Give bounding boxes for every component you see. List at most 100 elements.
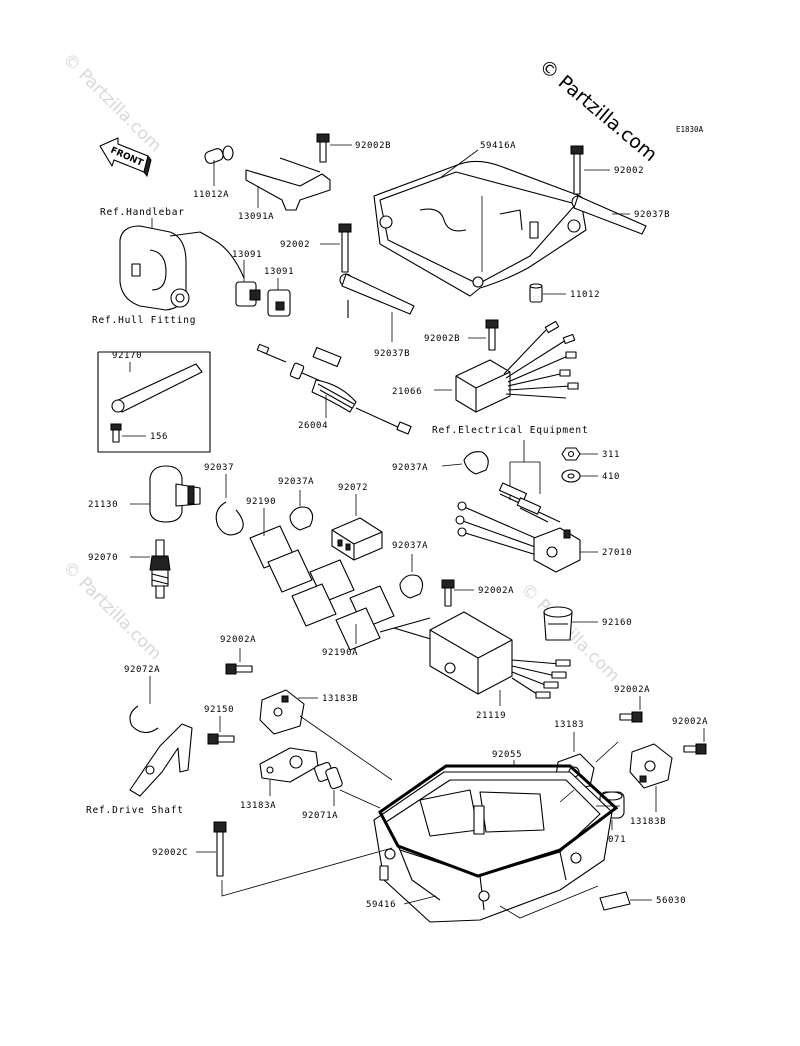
strap-92037b-right-icon [571,195,647,235]
label-92002c: 92002C [152,848,188,858]
clip-92037a-1-icon [289,506,314,531]
bolt-92002a-3-icon [619,711,643,723]
bracket-13183a-icon [259,747,319,783]
label-92002a-4: 92002A [672,717,708,727]
spark-plug-92070-icon [149,539,171,599]
control-box-case-59416-icon [373,771,613,923]
ref-handlebar: Ref.Handlebar [100,207,185,218]
label-27010: 27010 [602,548,632,558]
boots-92190-icon [249,525,435,651]
label-13183a: 13183A [240,801,276,811]
label-92170: 92170 [112,351,142,361]
ref-drive-shaft: Ref.Drive Shaft [86,805,184,816]
label-21066: 21066 [392,387,422,397]
drive-shaft-bracket-icon [129,723,193,797]
label-11012a: 11012A [193,190,229,200]
grommet-13091-left-icon [235,281,261,307]
cdi-unit-21119-icon [429,611,571,699]
label-92002-left: 92002 [280,240,310,250]
screw-156-icon [110,423,122,443]
label-92002-right: 92002 [614,166,644,176]
bolt-92002b-mid-icon [485,319,499,351]
label-13183b-1: 13183B [322,694,358,704]
label-92070: 92070 [88,553,118,563]
bolt-92150-icon [207,733,235,745]
label-plate-56030-icon [599,891,631,911]
regulator-21066-icon [455,320,579,413]
cable-26004-icon [256,343,412,435]
ref-electrical-equipment: Ref.Electrical Equipment [432,425,588,436]
washer-410-icon [561,469,581,483]
bolt-92002a-2-icon [225,663,253,675]
ref-hull-fitting: Ref.Hull Fitting [92,315,196,326]
label-92055: 92055 [492,750,522,760]
bracket-13183b-1-icon [259,689,305,735]
clamp-92072-icon [331,517,383,561]
label-92002a-1: 92002A [478,586,514,596]
bolt-92002a-1-icon [441,579,455,607]
bracket-13183b-2-icon [629,743,673,789]
relay-27010-icon [455,482,581,573]
label-92037b-right: 92037B [634,210,670,220]
bolt-92002-left-icon [338,223,352,273]
control-box-cover-59416a-icon [373,160,587,297]
label-92002a-3: 92002A [614,685,650,695]
plug-cap-21130-icon [149,465,201,523]
part-13091a-bracket-icon [245,157,331,211]
label-13091-2: 13091 [264,267,294,277]
label-92037a-2: 92037A [392,463,428,473]
strap-92037b-left-icon [339,273,415,318]
grommet-13091-right-icon [267,289,291,317]
label-92002a-2: 92002A [220,635,256,645]
bolt-92002c-icon [213,821,227,877]
label-92072a: 92072A [124,665,160,675]
clip-92037a-3-icon [399,574,424,599]
label-92002b-top: 92002B [355,141,391,151]
part-11012a-icon [204,145,234,164]
label-410: 410 [602,472,620,482]
nut-311-icon [561,447,581,461]
front-arrow-icon: FRONT [99,137,152,178]
label-26004: 26004 [298,421,328,431]
label-92071a: 92071A [302,811,338,821]
copyright-notice: © Partzilla.com [535,55,661,166]
label-21130: 21130 [88,500,118,510]
hull-fitting-box [97,351,211,453]
damper-92071a-icon [314,762,343,790]
label-92037a-1: 92037A [278,477,314,487]
label-21119: 21119 [476,711,506,721]
label-13091-1: 13091 [232,250,262,260]
handlebar-switch-icon [119,225,245,311]
gasket-92055-icon [378,764,619,878]
clip-92037a-2-icon [463,451,489,475]
label-92071: 92071 [596,835,626,845]
label-92190a: 92190A [322,648,358,658]
watermark-middle: © Partzilla.com [58,557,165,664]
label-92072: 92072 [338,483,368,493]
label-13183: 13183 [554,720,584,730]
label-92037b-left: 92037B [374,349,410,359]
label-92037a-3: 92037A [392,541,428,551]
bolt-92002-right-icon [570,145,584,195]
label-13091a: 13091A [238,212,274,222]
label-13183b-2: 13183B [630,817,666,827]
cap-92160-icon [543,606,573,641]
label-92190: 92190 [246,497,276,507]
bushing-11012-icon [529,283,543,303]
label-92002b-mid: 92002B [424,334,460,344]
label-92160: 92160 [602,618,632,628]
label-11012: 11012 [570,290,600,300]
diagram-code: E1830A [676,125,704,134]
label-59416: 59416 [366,900,396,910]
label-56030: 56030 [656,896,686,906]
label-156: 156 [150,432,168,442]
label-311: 311 [602,450,620,460]
strap-92170-icon [111,363,203,413]
label-92150: 92150 [204,705,234,715]
bolt-92002b-icon [316,133,330,163]
label-92037-clip: 92037 [204,463,234,473]
bolt-92002a-4-icon [683,743,707,755]
clip-92037-icon [215,501,244,536]
clamp-92072a-icon [129,705,159,734]
